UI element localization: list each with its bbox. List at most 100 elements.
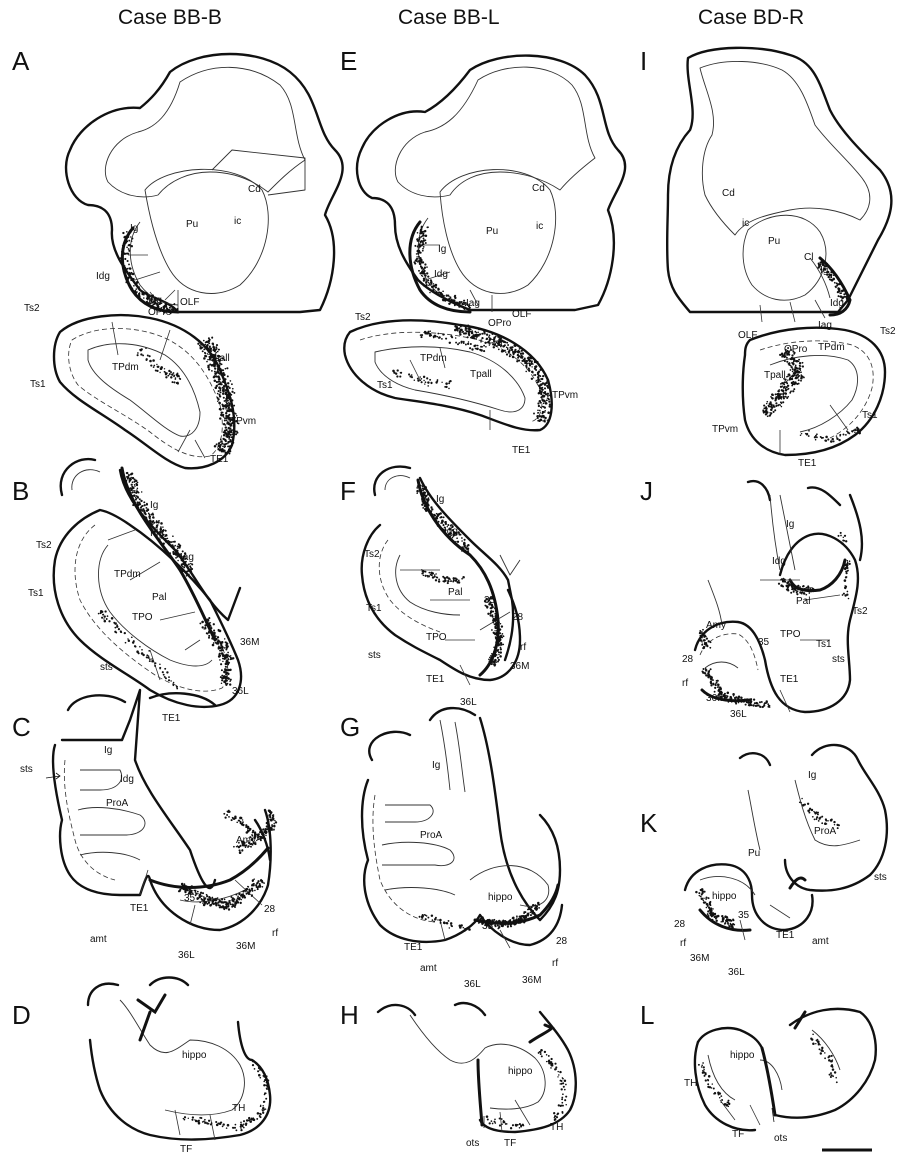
- neuron-dot: [215, 635, 217, 637]
- neuron-dot: [222, 408, 224, 410]
- neuron-dot: [462, 576, 465, 579]
- neuron-dot: [705, 670, 707, 672]
- neuron-dot: [435, 286, 437, 288]
- neuron-dot: [177, 382, 179, 384]
- neuron-dot: [703, 898, 704, 899]
- neuron-dot: [716, 682, 718, 684]
- neuron-dot: [423, 574, 425, 576]
- neuron-dot: [445, 922, 446, 923]
- neuron-dot: [231, 906, 233, 908]
- neuron-dot: [762, 706, 764, 708]
- neuron-dot: [416, 256, 418, 258]
- neuron-dot: [492, 618, 494, 620]
- neuron-dot: [808, 592, 810, 594]
- neuron-dot: [217, 640, 220, 643]
- label-i-tpvm: TPvm: [712, 424, 738, 435]
- neuron-dot: [709, 912, 711, 914]
- neuron-dot: [804, 588, 806, 590]
- neuron-dot: [724, 915, 727, 918]
- neuron-dot: [145, 347, 147, 349]
- neuron-dot: [548, 401, 550, 403]
- neuron-dot: [212, 644, 215, 647]
- neuron-dot: [804, 804, 806, 806]
- neuron-dot: [237, 895, 239, 897]
- neuron-dot: [700, 636, 702, 638]
- neuron-dot: [434, 574, 436, 576]
- neuron-dot: [831, 819, 833, 821]
- neuron-dot: [786, 357, 788, 359]
- neuron-dot: [701, 897, 704, 900]
- neuron-dot: [177, 548, 178, 549]
- neuron-dot: [149, 658, 151, 660]
- neuron-dot: [807, 589, 809, 591]
- neuron-dot: [818, 1043, 820, 1045]
- neuron-dot: [396, 375, 398, 377]
- neuron-dot: [224, 647, 226, 649]
- neuron-dot: [559, 1071, 561, 1073]
- neuron-dot: [791, 357, 794, 360]
- label-c-28: 28: [264, 904, 276, 915]
- neuron-dot: [833, 821, 835, 823]
- neuron-dot: [126, 240, 128, 242]
- neuron-dot: [419, 246, 421, 248]
- neuron-dot: [214, 445, 217, 448]
- neuron-dot: [222, 1126, 224, 1128]
- neuron-dot: [516, 915, 518, 917]
- neuron-dot: [771, 397, 773, 399]
- neuron-dot: [540, 406, 542, 408]
- neuron-dot: [550, 1067, 552, 1069]
- neuron-dot: [449, 380, 451, 382]
- neuron-dot: [705, 668, 707, 670]
- neuron-dot: [225, 412, 227, 414]
- label-f-rf: rf: [520, 642, 526, 653]
- neuron-dot: [491, 333, 493, 335]
- neuron-dot: [493, 651, 495, 653]
- neuron-dot: [421, 485, 423, 487]
- neuron-dot: [208, 337, 210, 339]
- neuron-dot: [436, 520, 438, 522]
- neuron-dot: [221, 683, 223, 685]
- neuron-dot: [695, 891, 697, 893]
- neuron-dot: [495, 625, 497, 627]
- neuron-dot: [223, 676, 225, 678]
- neuron-dot: [478, 919, 480, 921]
- label-g-28: 28: [556, 936, 568, 947]
- neuron-dot: [831, 1074, 833, 1076]
- neuron-dot: [425, 918, 427, 920]
- neuron-dot: [845, 576, 847, 578]
- neuron-dot: [531, 366, 532, 367]
- label-a-opro: OPro: [148, 307, 172, 318]
- neuron-dot: [425, 575, 427, 577]
- neuron-dot: [497, 644, 499, 646]
- neuron-dot: [486, 1115, 489, 1118]
- neuron-dot: [202, 892, 204, 894]
- neuron-dot: [231, 899, 233, 901]
- neuron-dot: [825, 436, 828, 439]
- neuron-dot: [207, 348, 210, 351]
- section-d: [88, 978, 270, 1141]
- neuron-dot: [211, 337, 213, 339]
- neuron-dot: [561, 1080, 563, 1082]
- neuron-dot: [421, 226, 423, 228]
- label-c-amy: Amy: [236, 835, 256, 846]
- neuron-dot: [710, 668, 712, 670]
- neuron-dot: [533, 374, 534, 375]
- neuron-dot: [494, 607, 497, 610]
- neuron-dot: [426, 915, 427, 916]
- neuron-dot: [435, 291, 438, 294]
- neuron-dot: [220, 438, 222, 440]
- neuron-dot: [146, 656, 148, 658]
- neuron-dot: [422, 276, 423, 277]
- neuron-dot: [467, 336, 469, 338]
- neuron-dot: [219, 653, 221, 655]
- neuron-dot: [235, 894, 237, 896]
- neuron-dot: [419, 916, 421, 918]
- neuron-dot: [172, 535, 174, 537]
- neuron-dot: [246, 888, 248, 890]
- neuron-dot: [219, 391, 221, 393]
- neuron-dot: [461, 540, 463, 542]
- neuron-dot: [425, 234, 428, 237]
- neuron-dot: [800, 371, 802, 373]
- neuron-dot: [787, 589, 789, 591]
- neuron-dot: [441, 382, 442, 383]
